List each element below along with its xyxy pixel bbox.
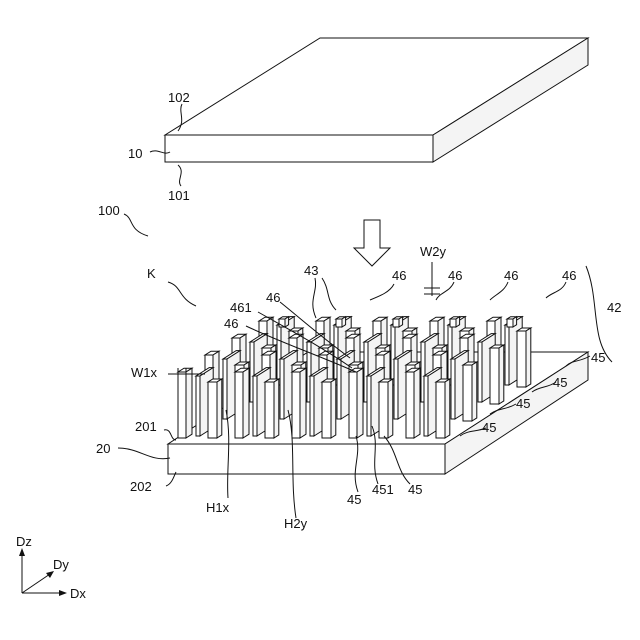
label-45-b1: 45 bbox=[347, 492, 361, 507]
pillar bbox=[450, 317, 460, 327]
pillar bbox=[292, 368, 306, 438]
leader-k bbox=[168, 282, 196, 306]
label-w1x: W1x bbox=[131, 365, 158, 380]
pillar bbox=[322, 379, 336, 438]
leader-43b bbox=[322, 278, 336, 310]
label-102: 102 bbox=[168, 90, 190, 105]
label-k: K bbox=[147, 266, 156, 281]
label-45-r1: 45 bbox=[591, 350, 605, 365]
pillar bbox=[279, 317, 289, 327]
label-w2y: W2y bbox=[420, 244, 447, 259]
pillar bbox=[463, 362, 477, 421]
axis-dy-label: Dy bbox=[53, 557, 69, 572]
axis-dx-label: Dx bbox=[70, 586, 86, 601]
leader-201 bbox=[164, 430, 176, 440]
pillar bbox=[178, 368, 192, 438]
pillar bbox=[208, 379, 222, 438]
leader-46-c bbox=[490, 282, 508, 300]
label-100: 100 bbox=[98, 203, 120, 218]
label-46-1: 46 bbox=[392, 268, 406, 283]
label-46-3: 46 bbox=[504, 268, 518, 283]
label-101: 101 bbox=[168, 188, 190, 203]
label-h1x: H1x bbox=[206, 500, 230, 515]
label-46-2: 46 bbox=[448, 268, 462, 283]
label-46-5: 46 bbox=[266, 290, 280, 305]
axis-triad bbox=[19, 548, 67, 596]
leader-101 bbox=[178, 165, 181, 186]
label-h2y: H2y bbox=[284, 516, 308, 531]
pillar bbox=[336, 317, 346, 327]
label-46-4: 46 bbox=[562, 268, 576, 283]
leader-46-a bbox=[370, 284, 394, 300]
label-10: 10 bbox=[128, 146, 142, 161]
label-45-b2: 45 bbox=[408, 482, 422, 497]
assembly-arrow bbox=[354, 220, 390, 266]
pillar bbox=[490, 345, 504, 404]
pillar bbox=[235, 368, 249, 438]
label-202: 202 bbox=[130, 479, 152, 494]
label-43: 43 bbox=[304, 263, 318, 278]
leader-46-d bbox=[546, 282, 566, 298]
pillar bbox=[393, 317, 403, 327]
label-20: 20 bbox=[96, 441, 110, 456]
pillar bbox=[517, 328, 531, 387]
label-45-r2: 45 bbox=[553, 375, 567, 390]
leader-46-b bbox=[436, 282, 454, 300]
pillar bbox=[349, 368, 363, 438]
w2y-dimension bbox=[424, 262, 440, 296]
pillar bbox=[507, 317, 517, 327]
label-45-r4: 45 bbox=[482, 420, 496, 435]
axis-dz-label: Dz bbox=[16, 534, 32, 549]
pillar bbox=[379, 379, 393, 438]
top-plate bbox=[165, 38, 588, 162]
label-451: 451 bbox=[372, 482, 394, 497]
label-46-6: 46 bbox=[224, 316, 238, 331]
pillar bbox=[436, 379, 450, 438]
pillar bbox=[406, 368, 420, 438]
leader-20 bbox=[118, 448, 170, 459]
pillar bbox=[265, 379, 279, 438]
leader-43a bbox=[313, 278, 316, 318]
label-201: 201 bbox=[135, 419, 157, 434]
label-42: 42 bbox=[607, 300, 621, 315]
leader-100 bbox=[124, 214, 148, 236]
label-45-r3: 45 bbox=[516, 396, 530, 411]
label-461: 461 bbox=[230, 300, 252, 315]
